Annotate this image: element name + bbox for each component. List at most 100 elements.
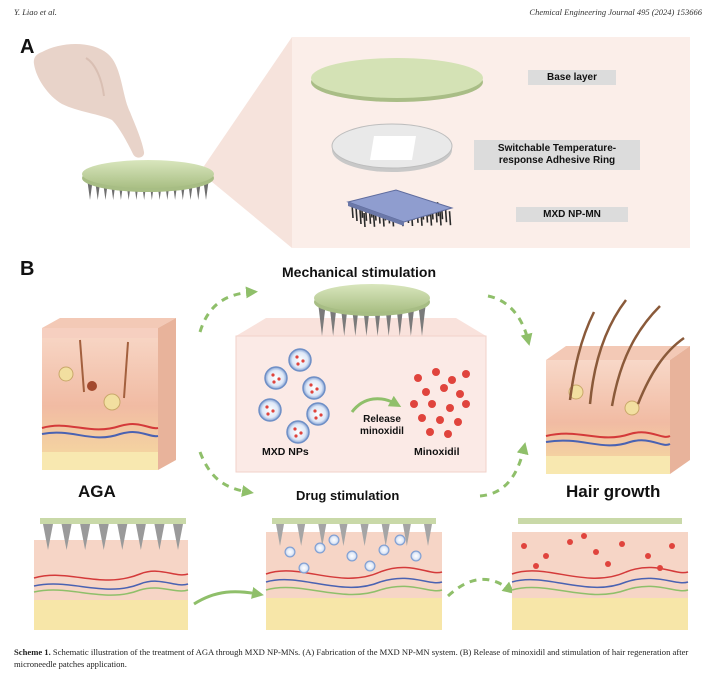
minoxidil-dot (456, 390, 464, 398)
hair-growth-skin-block (545, 299, 690, 474)
release-arrow (350, 395, 402, 413)
hair-growth-label: Hair growth (566, 482, 661, 501)
adhesive-ring-label: Switchable Temperature-response Adhesive… (474, 140, 640, 170)
base-layer-label: Base layer (528, 70, 616, 85)
nanoparticle (284, 546, 296, 558)
needle (318, 524, 327, 546)
needle (363, 212, 366, 228)
drug-dot (265, 405, 269, 409)
minoxidil-dot (444, 430, 452, 438)
nanoparticle (258, 398, 282, 422)
caption-label: Scheme 1. (14, 647, 51, 657)
skin-strip-1 (33, 518, 189, 630)
journal-header: Chemical Engineering Journal 495 (2024) … (529, 7, 702, 17)
minoxidil-dot (521, 543, 527, 549)
nanoparticle (364, 560, 376, 572)
adhesive-ring (331, 123, 453, 172)
drug-dot (277, 377, 281, 381)
minoxidil-dot (432, 368, 440, 376)
panel-b-label: B (20, 258, 35, 280)
minoxidil-dot (533, 563, 539, 569)
drug-dot (294, 434, 298, 438)
mn-patch-a (82, 160, 214, 200)
minoxidil-dot (593, 549, 599, 555)
skin-strip-2 (265, 518, 443, 630)
minoxidil-dot (436, 416, 444, 424)
needle (297, 524, 306, 546)
needle (444, 208, 448, 223)
cycle-arrows (198, 286, 533, 598)
drug-dot (309, 383, 313, 387)
panel-a-label: A (20, 36, 35, 58)
minoxidil-dot (462, 370, 470, 378)
nanoparticle (286, 420, 310, 444)
minoxidil-dot (645, 553, 651, 559)
nanoparticle (264, 366, 288, 390)
drug-dot (314, 416, 318, 420)
needle (117, 524, 128, 550)
drug-dot (315, 387, 319, 391)
minoxidil-dot (581, 533, 587, 539)
drug-dot (301, 359, 305, 363)
mxd-nps-label: MXD NPs (262, 446, 309, 458)
release-label-2: minoxidil (360, 426, 404, 437)
nanoparticle (302, 376, 326, 400)
drug-dot (272, 380, 276, 384)
nanoparticle (410, 550, 422, 562)
needle (80, 524, 91, 550)
minoxidil-dot (454, 418, 462, 426)
minoxidil-dot (462, 400, 470, 408)
progress-arrow (193, 587, 264, 606)
aga-skin-block (41, 318, 176, 470)
minoxidil-dot (440, 384, 448, 392)
minoxidil-dot (422, 388, 430, 396)
figure-caption: Scheme 1. Schematic illustration of the … (14, 646, 702, 670)
nanoparticle (306, 402, 330, 426)
minoxidil-dot (428, 400, 436, 408)
drug-dot (299, 431, 303, 435)
nanoparticle (346, 550, 358, 562)
drug-dot (296, 362, 300, 366)
needle (173, 524, 183, 550)
minoxidil-dot (448, 376, 456, 384)
needle (98, 524, 109, 550)
base-layer-disk (311, 58, 483, 102)
nanoparticle (394, 534, 406, 546)
needle (381, 524, 390, 546)
needle (135, 524, 146, 550)
needle (424, 524, 432, 546)
minoxidil-dots (410, 368, 470, 438)
release-label-1: Release (363, 414, 401, 425)
needle (359, 209, 362, 225)
needle (439, 211, 442, 226)
minoxidil-dot (410, 400, 418, 408)
author-header: Y. Liao et al. (14, 7, 57, 17)
needle (418, 302, 426, 336)
drug-dot (313, 409, 317, 413)
mn-patch-b (314, 284, 430, 336)
drug-stimulation-label: Drug stimulation (296, 488, 400, 503)
skin-strip-3 (511, 518, 689, 630)
needle (355, 206, 358, 222)
minoxidil-dot (446, 404, 454, 412)
minoxidil-dot (543, 553, 549, 559)
drug-dot (293, 427, 297, 431)
mxd-np-mn-square (346, 189, 454, 228)
needle (43, 524, 53, 550)
drug-dot (266, 412, 270, 416)
minoxidil-dot (418, 414, 426, 422)
needle (402, 524, 411, 546)
needle (276, 524, 284, 546)
mxd-np-mn-label: MXD NP-MN (516, 207, 628, 222)
minoxidil-dot (669, 543, 675, 549)
drug-dot (310, 390, 314, 394)
needle (448, 211, 452, 226)
nanoparticle (288, 348, 312, 372)
mechanical-stimulation-label: Mechanical stimulation (282, 264, 437, 280)
minoxidil-dot (567, 539, 573, 545)
aga-label: AGA (78, 482, 116, 501)
nanoparticle (298, 562, 310, 574)
nanoparticle (314, 542, 326, 554)
drug-dot (295, 355, 299, 359)
minoxidil-dot (414, 374, 422, 382)
